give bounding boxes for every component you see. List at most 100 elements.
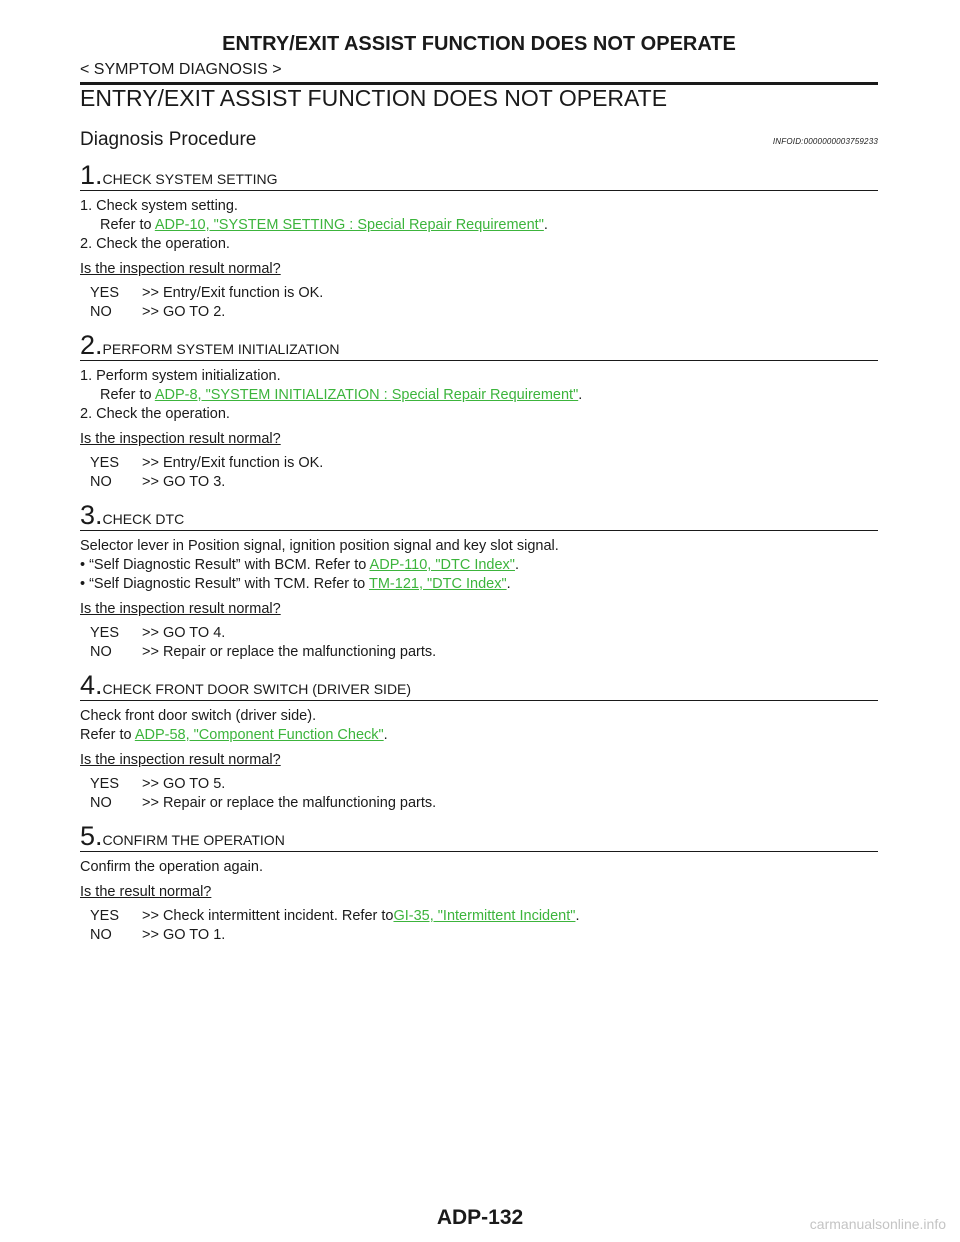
watermark: carmanualsonline.info xyxy=(809,1216,946,1232)
step-number: 2. xyxy=(80,330,103,360)
instruction-line: Check front door switch (driver side). xyxy=(80,708,317,724)
step-heading: 4. CHECK FRONT DOOR SWITCH (DRIVER SIDE) xyxy=(80,672,878,699)
step-body: Check front door switch (driver side). R… xyxy=(80,707,878,813)
reference-link[interactable]: ADP-8, "SYSTEM INITIALIZATION : Special … xyxy=(154,387,579,403)
reference-suffix: . xyxy=(578,387,583,403)
answer-key: NO xyxy=(90,474,112,490)
instruction-line: 1. Check system setting. xyxy=(80,198,238,214)
reference-line: • “Self Diagnostic Result” with TCM. Ref… xyxy=(80,575,878,594)
answer-key: NO xyxy=(90,644,112,660)
answer-no: NO >> GO TO 3. xyxy=(90,473,878,492)
step-number: 3. xyxy=(80,500,103,530)
instruction-line: 1. Perform system initialization. xyxy=(80,368,281,384)
procedure-heading: Diagnosis Procedure INFOID:0000000003759… xyxy=(80,128,878,152)
instruction-line: 2. Check the operation. xyxy=(80,406,230,422)
answer-text: >> Entry/Exit function is OK. xyxy=(142,455,324,471)
step-body: Confirm the operation again. Is the resu… xyxy=(80,858,878,945)
answer-key: NO xyxy=(90,304,112,320)
procedure-title: Diagnosis Procedure xyxy=(80,129,257,150)
answer-no: NO>> GO TO 1. xyxy=(90,926,878,945)
instruction-line: 2. Check the operation. xyxy=(80,236,230,252)
reference-link[interactable]: ADP-58, "Component Function Check" xyxy=(134,727,384,743)
step-body: 1. Perform system initialization. Refer … xyxy=(80,367,878,492)
reference-suffix: . xyxy=(514,557,519,573)
step-divider xyxy=(80,360,878,361)
step-divider xyxy=(80,700,878,701)
answer-key: NO xyxy=(90,927,112,943)
step-4: 4. CHECK FRONT DOOR SWITCH (DRIVER SIDE)… xyxy=(80,672,878,813)
step-divider xyxy=(80,190,878,191)
reference-line: Refer to ADP-10, "SYSTEM SETTING : Speci… xyxy=(80,216,878,235)
answer-block: YES >> GO TO 4. NO>> Repair or replace th… xyxy=(80,624,878,662)
answer-block: YES>> Check intermittent incident. Refer… xyxy=(80,907,878,945)
answer-no: NO>> Repair or replace the malfunctionin… xyxy=(90,794,878,813)
reference-suffix: . xyxy=(506,576,511,592)
reference-link[interactable]: ADP-110, "DTC Index" xyxy=(369,557,515,573)
answer-text: >> Entry/Exit function is OK. xyxy=(142,285,324,301)
step-heading: 1. CHECK SYSTEM SETTING xyxy=(80,162,878,189)
inspection-question: Is the result normal? xyxy=(80,884,212,900)
step-heading: 5. CONFIRM THE OPERATION xyxy=(80,821,878,851)
answer-text: >> GO TO 3. xyxy=(142,474,226,490)
answer-block: YES >> Entry/Exit function is OK. NO >> GO… xyxy=(80,284,878,322)
answer-text: >> Repair or replace the malfunctioning … xyxy=(142,795,437,811)
reference-prefix: Refer to xyxy=(100,217,155,233)
page-number: ADP-132 xyxy=(436,1206,524,1229)
reference-line: Refer to ADP-58, "Component Function Che… xyxy=(80,726,878,745)
step-5: 5. CONFIRM THE OPERATION Confirm the ope… xyxy=(80,823,878,945)
answer-yes: YES>> Check intermittent incident. Refer… xyxy=(90,907,878,926)
step-title: PERFORM SYSTEM INITIALIZATION xyxy=(102,341,340,357)
answer-key: YES xyxy=(90,285,120,301)
step-heading: 3. CHECK DTC xyxy=(80,500,878,530)
step-heading: 2. PERFORM SYSTEM INITIALIZATION xyxy=(80,330,878,360)
step-title: CHECK SYSTEM SETTING xyxy=(102,171,278,187)
page-title: ENTRY/EXIT ASSIST FUNCTION DOES NOT OPER… xyxy=(80,85,668,111)
step-number: 5. xyxy=(80,821,103,851)
header-divider xyxy=(80,82,878,85)
answer-yes: YES >> GO TO 4. xyxy=(90,624,878,643)
answer-no: NO>> Repair or replace the malfunctionin… xyxy=(90,643,878,662)
step-title: CONFIRM THE OPERATION xyxy=(102,832,285,848)
answer-text: >> GO TO 2. xyxy=(142,304,226,320)
step-body: 1. Check system setting. Refer to ADP-10… xyxy=(80,197,878,322)
answer-text: >> GO TO 5. xyxy=(142,776,226,792)
reference-suffix: . xyxy=(575,908,580,924)
reference-suffix: . xyxy=(383,727,388,743)
reference-prefix: • “Self Diagnostic Result” with BCM. Ref… xyxy=(80,557,370,573)
reference-link[interactable]: GI-35, "Intermittent Incident" xyxy=(393,908,576,924)
inspection-question: Is the inspection result normal? xyxy=(80,752,281,768)
step-divider xyxy=(80,851,878,852)
answer-key: YES xyxy=(90,455,120,471)
step-3: 3. CHECK DTC Selector lever in Position … xyxy=(80,502,878,662)
answer-no: NO >> GO TO 2. xyxy=(90,303,878,322)
inspection-question: Is the inspection result normal? xyxy=(80,431,281,447)
reference-link[interactable]: ADP-10, "SYSTEM SETTING : Special Repair… xyxy=(154,217,544,233)
instruction-line: Selector lever in Position signal, ignit… xyxy=(80,538,559,554)
header-title: ENTRY/EXIT ASSIST FUNCTION DOES NOT OPER… xyxy=(222,33,736,55)
page-header: ENTRY/EXIT ASSIST FUNCTION DOES NOT OPER… xyxy=(80,32,878,85)
answer-yes: YES>> GO TO 5. xyxy=(90,775,878,794)
instruction-line: Confirm the operation again. xyxy=(80,859,263,875)
answer-text: >> GO TO 4. xyxy=(142,625,226,641)
header-section-label: < SYMPTOM DIAGNOSIS > xyxy=(80,61,282,78)
step-2: 2. PERFORM SYSTEM INITIALIZATION 1. Perf… xyxy=(80,332,878,492)
step-body: Selector lever in Position signal, ignit… xyxy=(80,537,878,662)
inspection-question: Is the inspection result normal? xyxy=(80,601,281,617)
answer-yes: YES >> Entry/Exit function is OK. xyxy=(90,454,878,473)
reference-prefix: • “Self Diagnostic Result” with TCM. Ref… xyxy=(80,576,369,592)
reference-line: Refer to ADP-8, "SYSTEM INITIALIZATION :… xyxy=(80,386,878,405)
reference-prefix: Refer to xyxy=(100,387,155,403)
answer-block: YES >> Entry/Exit function is OK. NO >> GO… xyxy=(80,454,878,492)
reference-prefix: Refer to xyxy=(80,727,135,743)
main-content: ENTRY/EXIT ASSIST FUNCTION DOES NOT OPER… xyxy=(80,84,878,945)
info-id: INFOID:0000000003759233 xyxy=(772,137,878,146)
reference-suffix: . xyxy=(543,217,548,233)
answer-key: YES xyxy=(90,908,120,924)
answer-key: YES xyxy=(90,625,120,641)
inspection-question: Is the inspection result normal? xyxy=(80,261,281,277)
answer-yes: YES >> Entry/Exit function is OK. xyxy=(90,284,878,303)
step-1: 1. CHECK SYSTEM SETTING 1. Check system … xyxy=(80,162,878,322)
step-divider xyxy=(80,530,878,531)
reference-line: • “Self Diagnostic Result” with BCM. Ref… xyxy=(80,556,878,575)
reference-link[interactable]: TM-121, "DTC Index" xyxy=(369,576,507,592)
